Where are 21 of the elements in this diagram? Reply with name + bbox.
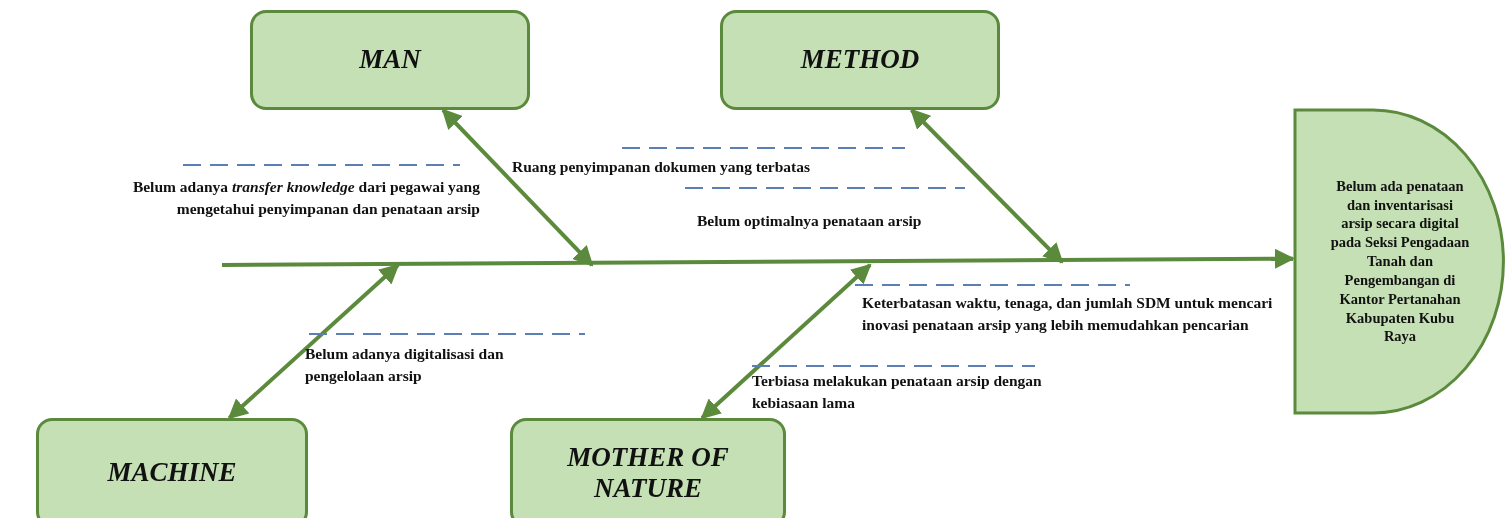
arrow [441, 108, 594, 267]
category-box [510, 418, 786, 518]
arrow [700, 263, 872, 420]
category-label: MACHINE [107, 457, 237, 489]
arrow [910, 108, 1064, 264]
category-label: MOTHER OF NATURE [566, 441, 730, 505]
category-box [36, 418, 308, 518]
category-box [720, 10, 1000, 110]
cause-text: Belum adanya digitalisasi dan pengelolaan arsip [305, 344, 505, 387]
cause-text: Terbiasa melakukan penataan arsip dengan kebiasaan lama [752, 371, 1043, 414]
category-label: METHOD [800, 44, 920, 76]
cause-text: Ruang penyimpanan dokumen yang terbatas [512, 157, 811, 177]
category-box [250, 10, 530, 110]
cause-text: Keterbatasan waktu, tenaga, dan jumlah SDM untuk mencari inovasi penataan arsip yang lebih memudahkan pencarian [862, 293, 1274, 336]
effect-text: Belum ada penataan dan inventarisasi arsip secara digital pada Seksi Pengadaan Tanah dan Pengembangan di Kantor Pertanahan Kabupaten Kubu Raya [1330, 176, 1470, 347]
cause-text: Belum optimalnya penataan arsip [697, 211, 923, 231]
cause-text: Belum adanya transfer knowledge dari pegawai yang mengetahui penyimpanan dan penataan arsip [131, 177, 480, 220]
effect-shape [1293, 108, 1507, 415]
arrow [222, 248, 1295, 269]
category-label: MAN [359, 44, 421, 76]
arrow [227, 263, 400, 420]
